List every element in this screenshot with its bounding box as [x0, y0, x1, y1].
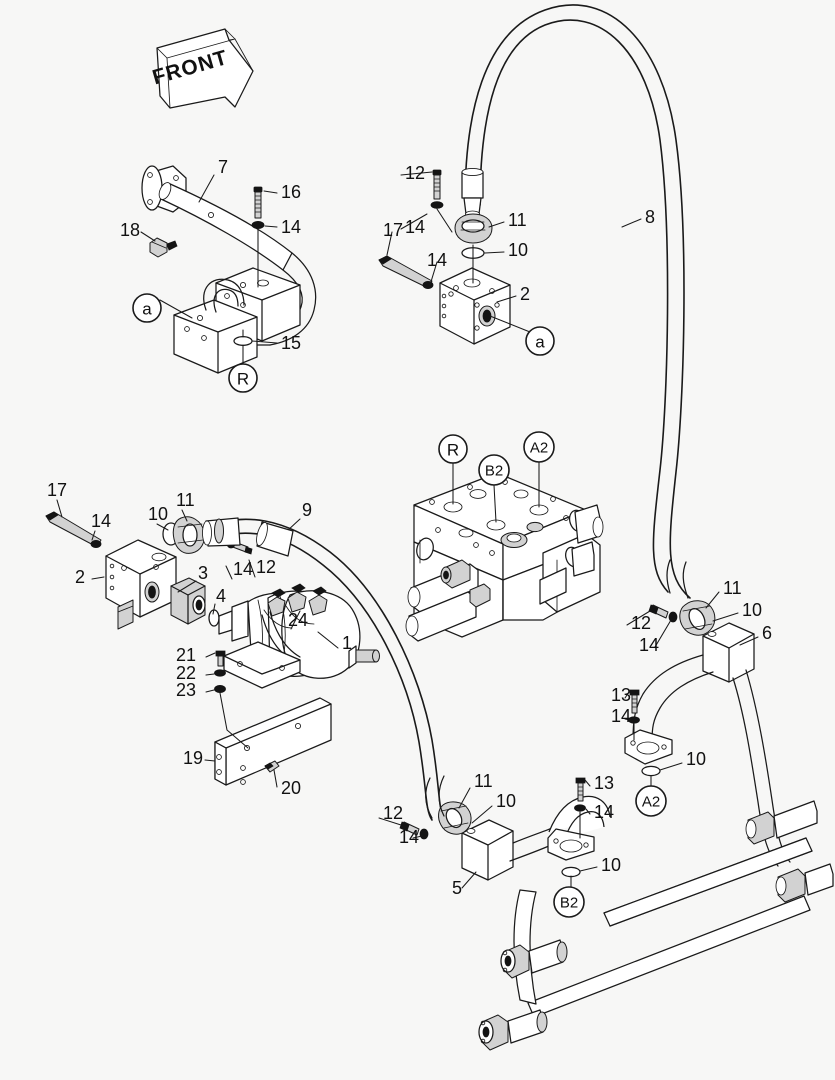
upper-left-tube-assembly	[141, 165, 317, 374]
callout-17a: 17	[383, 220, 403, 240]
port-b2-low-label: B2	[560, 895, 578, 912]
callout-10f: 10	[601, 855, 621, 875]
callout-23: 23	[176, 680, 196, 700]
callout-5: 5	[452, 878, 462, 898]
port-r-main-label: R	[447, 441, 459, 460]
callout-10a: 10	[508, 240, 528, 260]
valve-2-top-assembly	[378, 169, 511, 345]
fasteners-21-22-23	[205, 650, 249, 749]
callout-2a: 2	[520, 284, 530, 304]
callout-24: 24	[288, 610, 308, 630]
callout-14h: 14	[399, 827, 419, 847]
callout-14a: 14	[281, 217, 301, 237]
callout-14e: 14	[233, 559, 253, 579]
callout-16: 16	[281, 182, 301, 202]
callout-10e: 10	[496, 791, 516, 811]
callout-11c: 11	[723, 578, 742, 598]
callout-10d: 10	[686, 749, 706, 769]
callout-3: 3	[198, 563, 208, 583]
part-6-tube-assembly	[624, 559, 791, 867]
port-a2-low: A2	[635, 785, 667, 817]
callout-14c: 14	[427, 250, 447, 270]
callout-14g: 14	[611, 706, 631, 726]
port-b2-main-label: B2	[485, 463, 503, 480]
callout-11d: 11	[474, 771, 493, 791]
callout-labels: 7 16 14 18 15 12 14 11 10 17 14 2 8 17 1…	[47, 157, 772, 898]
callout-22: 22	[176, 663, 196, 683]
callout-2b: 2	[75, 567, 85, 587]
port-a2-main: A2	[523, 431, 555, 463]
callout-18: 18	[120, 220, 140, 240]
lower-b2-flange	[509, 777, 611, 889]
callout-14d: 14	[91, 511, 111, 531]
leaders-left	[56, 499, 339, 649]
callout-12c: 12	[631, 613, 651, 633]
callout-12a: 12	[405, 163, 425, 183]
port-r-main: R	[438, 434, 468, 464]
main-control-valve	[405, 461, 604, 642]
part-4-oring	[208, 609, 220, 627]
callout-8: 8	[645, 207, 655, 227]
callout-20: 20	[281, 778, 301, 798]
callout-6: 6	[762, 623, 772, 643]
port-a2-low-label: A2	[642, 794, 660, 811]
left-valve-2-assembly	[45, 511, 249, 642]
part-16-bolt	[253, 186, 263, 219]
callout-14f: 14	[639, 635, 659, 655]
part-1-pump-motor	[223, 583, 380, 689]
callout-17b: 17	[47, 480, 67, 500]
callout-1: 1	[342, 633, 352, 653]
callout-10c: 10	[742, 600, 762, 620]
part-9-hose	[202, 517, 445, 821]
port-r-top: R	[228, 363, 258, 393]
port-b2-main: B2	[478, 454, 510, 486]
part-19-bracket	[204, 697, 332, 788]
callout-14i: 14	[594, 802, 614, 822]
callout-10b: 10	[148, 504, 168, 524]
callout-11a: 11	[508, 210, 527, 230]
port-callouts: a R a R B2 A2	[132, 293, 667, 918]
bottom-tube-pair	[478, 800, 834, 1051]
port-a-top-label: a	[142, 300, 152, 319]
callout-15: 15	[281, 333, 301, 353]
callout-9: 9	[302, 500, 312, 520]
callout-21: 21	[176, 645, 196, 665]
callout-12b: 12	[256, 557, 276, 577]
callout-13a: 13	[611, 685, 631, 705]
leaders-valve2-top	[400, 171, 642, 333]
leaders-upper-left	[140, 174, 278, 344]
callout-7: 7	[218, 157, 228, 177]
callout-4: 4	[216, 586, 226, 606]
port-a2-main-label: A2	[530, 440, 548, 457]
part-15-oring	[233, 335, 253, 347]
port-r-top-label: R	[237, 370, 249, 389]
callout-11b: 11	[176, 490, 195, 510]
callout-12d: 12	[383, 803, 403, 823]
port-b2-low: B2	[553, 886, 585, 918]
callout-13b: 13	[594, 773, 614, 793]
leaders-right	[624, 591, 759, 721]
part-14-washer	[251, 220, 265, 229]
front-orientation-arrow: FRONT	[150, 28, 254, 109]
part-18-plug	[149, 237, 178, 258]
callout-14b: 14	[405, 217, 425, 237]
port-a-valve2-label: a	[535, 333, 545, 352]
part-5-fitting	[378, 775, 514, 889]
callout-19: 19	[183, 748, 203, 768]
port-a-valve2: a	[525, 326, 555, 356]
port-a-top: a	[132, 293, 162, 323]
